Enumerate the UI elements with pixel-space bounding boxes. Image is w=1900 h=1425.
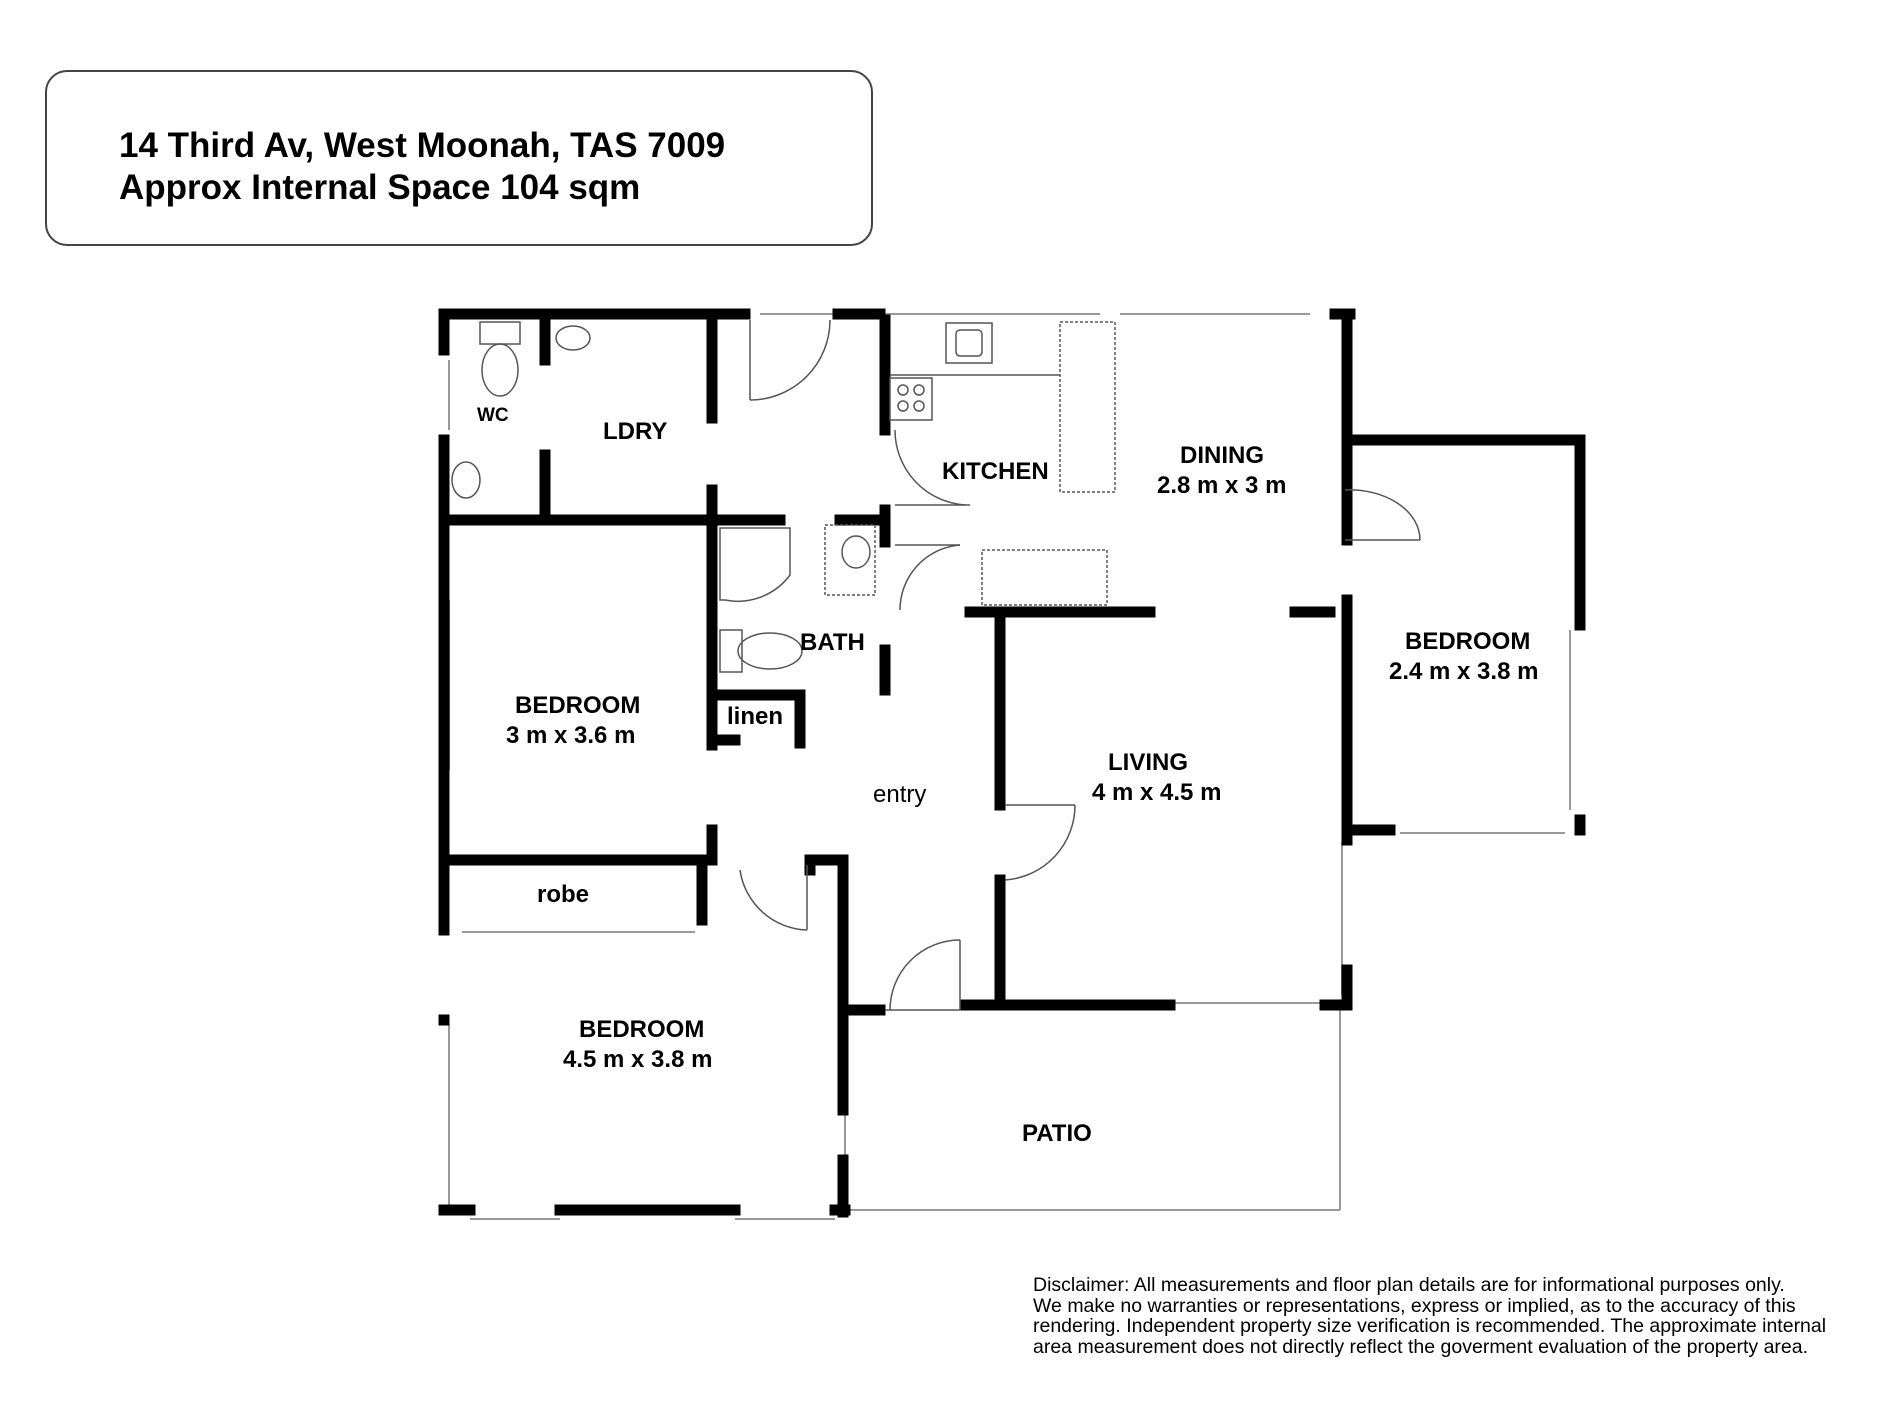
disclaimer-line: area measurement does not directly refle… (1033, 1335, 1809, 1358)
bench (1059, 321, 1116, 493)
room-size-living: 4 m x 4.5 m (1092, 779, 1222, 806)
room-label-bedroom-3: BEDROOM (579, 1016, 705, 1043)
shower (719, 527, 791, 603)
room-label-dining: DINING (1180, 442, 1264, 469)
toilet-tank (719, 629, 743, 673)
room-size-bedroom-2: 2.4 m x 3.8 m (1389, 658, 1539, 685)
kitchen-sink (945, 322, 993, 364)
room-label-laundry: LDRY (603, 418, 668, 445)
room-label-kitchen: KITCHEN (942, 458, 1049, 485)
vanity (824, 524, 876, 596)
stove (889, 377, 933, 421)
header-box: 14 Third Av, West Moonah, TAS 7009 Appro… (45, 70, 873, 246)
toilet-bowl (481, 343, 519, 397)
disclaimer-line: Disclaimer: All measurements and floor p… (1033, 1274, 1785, 1296)
basin (555, 325, 591, 351)
fixtures (451, 321, 1116, 673)
room-label-robe: robe (537, 881, 590, 908)
walls (438, 308, 1586, 1218)
room-label-bath: BATH (800, 629, 865, 656)
disclaimer: Disclaimer: All measurements and floor p… (1033, 1275, 1893, 1357)
door-swings (739, 319, 1421, 1011)
room-label-bedroom-2: BEDROOM (1405, 628, 1531, 655)
address-text: 14 Third Av, West Moonah, TAS 7009 (119, 126, 726, 165)
windows (448, 313, 1571, 1220)
toilet-bowl (737, 632, 803, 670)
room-size-dining: 2.8 m x 3 m (1157, 472, 1287, 499)
room-size-bedroom-3: 4.5 m x 3.8 m (563, 1046, 713, 1073)
room-size-bedroom-1: 3 m x 3.6 m (506, 722, 636, 749)
area-text: Approx Internal Space 104 sqm (119, 168, 641, 207)
room-label-entry: entry (873, 781, 927, 808)
room-label-patio: PATIO (1022, 1120, 1092, 1147)
disclaimer-line: rendering. Independent property size ver… (1033, 1315, 1827, 1337)
basin (451, 461, 481, 499)
room-label-wc: WC (477, 405, 509, 426)
room-label-linen: linen (727, 703, 784, 730)
disclaimer-line: We make no warranties or representations… (1033, 1294, 1796, 1317)
toilet-tank (479, 321, 521, 345)
room-label-living: LIVING (1108, 749, 1189, 776)
room-label-bedroom-1: BEDROOM (515, 692, 641, 719)
table (981, 549, 1108, 606)
